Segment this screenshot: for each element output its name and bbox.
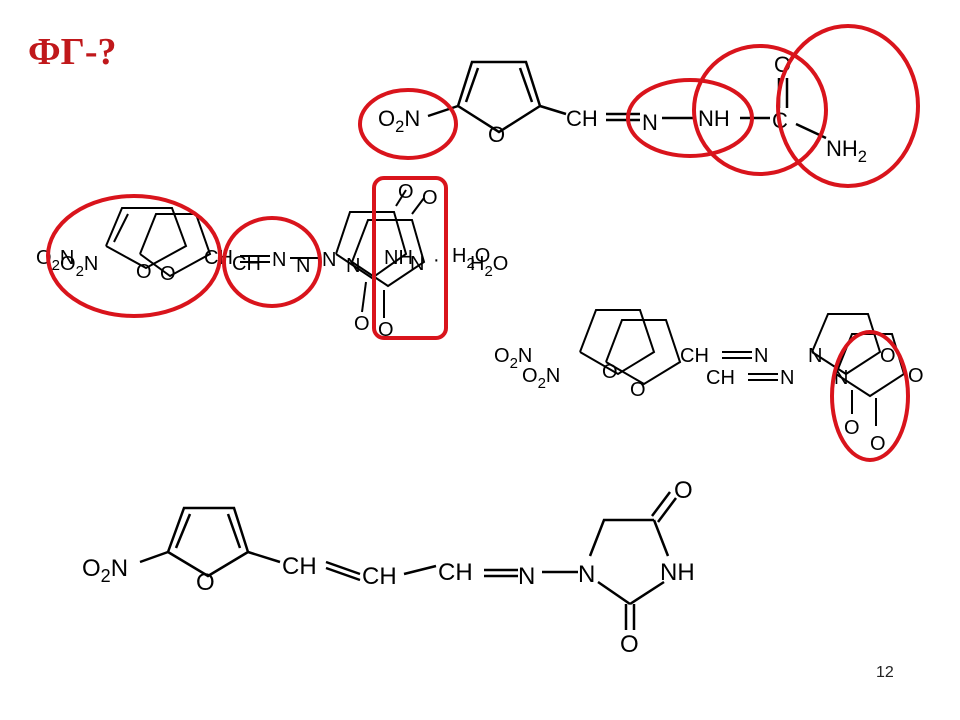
dot-label-2: · xyxy=(433,249,440,271)
n-label-2a: N xyxy=(272,249,286,271)
o2n-label-3b: O2N xyxy=(522,365,560,392)
slide-title: ФГ-? xyxy=(28,31,117,73)
carbonyl-o-label-4b: O xyxy=(620,631,639,658)
carbonyl-o-label-2a: O xyxy=(398,181,414,203)
ch-label-3b: CH xyxy=(706,367,735,389)
ring-o-label-3a: O xyxy=(880,345,896,367)
furan-o-label-4: O xyxy=(196,569,215,596)
molecule-2 xyxy=(105,189,426,318)
furan-ring-4 xyxy=(166,506,250,578)
n-label-2e: N xyxy=(410,253,424,275)
nh-label-4: NH xyxy=(660,559,695,586)
n-label-4b: N xyxy=(578,561,595,588)
o2n-label-2b: O2N xyxy=(60,253,98,280)
molecule-2-highlights xyxy=(46,176,448,340)
highlight-nitrofuran-2 xyxy=(46,194,222,318)
carbonyl-o-label-2c: O xyxy=(354,313,370,335)
carbonyl-o-label-3a: O xyxy=(844,417,860,439)
n-label-3b: N xyxy=(780,367,794,389)
o2n-label-3a: O2N xyxy=(494,345,532,372)
furan-o-label-3a: O xyxy=(602,361,618,383)
molecule-1-highlights xyxy=(358,24,920,188)
n-label-2b: N xyxy=(296,255,310,277)
n-label-1: N xyxy=(642,110,658,135)
furan-o-label-3b: O xyxy=(630,379,646,401)
furan-o-label-1: O xyxy=(488,122,505,147)
furan-o-label-2a: O xyxy=(136,261,152,283)
molecule-2-labels: O2N O2N O O CH CH N N N N NH N · H2O H2O… xyxy=(36,181,508,341)
furan-ring-1 xyxy=(456,60,542,134)
h2o-label-2b: H2O xyxy=(470,253,508,280)
molecule-3-highlights xyxy=(830,330,910,462)
highlight-nitro-1 xyxy=(358,88,458,160)
nh-label-1: NH xyxy=(698,106,730,131)
ring-o-label-3b: O xyxy=(908,365,924,387)
highlight-semicarbazide-1 xyxy=(692,44,828,176)
ch-label-1: CH xyxy=(566,106,598,131)
highlight-imide-2 xyxy=(372,176,448,340)
molecule-3 xyxy=(579,309,906,426)
nh-label-2: NH xyxy=(384,247,413,269)
n-label-2c: N xyxy=(322,249,336,271)
h2o-label-2a: H2O xyxy=(452,245,490,272)
molecule-4-labels: O2N O CH CH CH N N NH O O xyxy=(82,477,695,658)
carbonyl-o-label-2d: O xyxy=(378,319,394,341)
bond-no2-ring-1 xyxy=(427,104,459,118)
ch-label-4b: CH xyxy=(362,563,397,590)
furan-ring-2a xyxy=(105,207,188,270)
nh2-label-1: NH2 xyxy=(826,136,867,166)
hydantoin-ring-4 xyxy=(588,518,654,557)
furan-ring-2b xyxy=(139,213,212,278)
molecule-4 xyxy=(139,491,677,630)
o2n-label-4: O2N xyxy=(82,555,128,586)
carbonyl-o-label-3b: O xyxy=(870,433,886,455)
n-label-3d: N xyxy=(834,367,848,389)
molecule-1-labels: O2N O CH N NH C O NH2 xyxy=(378,52,867,166)
carbonyl-o-label-4a: O xyxy=(674,477,693,504)
furan-o-label-2b: O xyxy=(160,263,176,285)
carbonyl-o-label-2b: O xyxy=(422,187,438,209)
n-label-2d: N xyxy=(346,255,360,277)
highlight-amide-1 xyxy=(776,24,920,188)
n-label-3c: N xyxy=(808,345,822,367)
highlight-hydrazone-2 xyxy=(222,216,322,308)
ch-label-3a: CH xyxy=(680,345,709,367)
ch-label-2b: CH xyxy=(232,253,261,275)
page-number: 12 xyxy=(876,664,894,681)
ch-label-4c: CH xyxy=(438,559,473,586)
o2n-label-1: O2N xyxy=(378,106,420,136)
highlight-hydrazone-1 xyxy=(626,78,754,158)
n-label-4a: N xyxy=(518,563,535,590)
ch-label-4a: CH xyxy=(282,553,317,580)
molecule-3-labels: O2N O2N O O CH CH N N N N O O O O xyxy=(494,345,924,455)
hydantoin-ring-2b xyxy=(351,219,426,288)
furan-ring-3a xyxy=(579,309,656,376)
hydantoin-ring-2a xyxy=(335,211,408,280)
highlight-carbamate-3 xyxy=(830,330,910,462)
furan-ring-3b xyxy=(605,319,682,386)
n-label-3a: N xyxy=(754,345,768,367)
